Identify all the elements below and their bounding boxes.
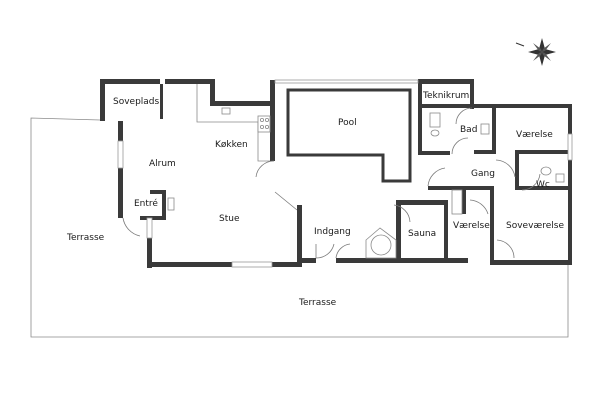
label-kokken: Køkken — [215, 140, 248, 150]
bath-fixtures — [167, 112, 565, 215]
label-vaerelse-top: Værelse — [516, 130, 553, 140]
pool — [286, 88, 412, 183]
label-gang: Gang — [471, 169, 495, 179]
walls — [100, 79, 572, 268]
label-terrasse-left: Terrasse — [66, 233, 105, 243]
terrace-outline — [30, 117, 569, 338]
label-alrum: Alrum — [149, 159, 176, 169]
label-sauna: Sauna — [408, 229, 436, 239]
label-bad: Bad — [460, 125, 477, 135]
compass-rose-icon — [515, 38, 556, 66]
label-terrasse-bottom: Terrasse — [298, 298, 337, 308]
room-labels: Soveplads Alrum Køkken Entré Stue Terras… — [66, 91, 564, 308]
label-entre: Entré — [134, 198, 158, 209]
label-wc: Wc — [536, 180, 550, 190]
doors — [122, 107, 541, 259]
kitchen-counter — [196, 84, 271, 162]
label-pool: Pool — [338, 118, 357, 128]
label-stue: Stue — [219, 214, 240, 224]
label-vaerelse-bottom: Værelse — [453, 221, 490, 231]
windows — [117, 79, 573, 268]
label-sovevaerelse: Soveværelse — [506, 221, 564, 231]
label-teknikrum: Teknikrum — [422, 91, 469, 101]
label-soveplads: Soveplads — [113, 97, 160, 107]
whirlpool-tub — [365, 227, 397, 259]
label-indgang: Indgang — [314, 227, 351, 237]
